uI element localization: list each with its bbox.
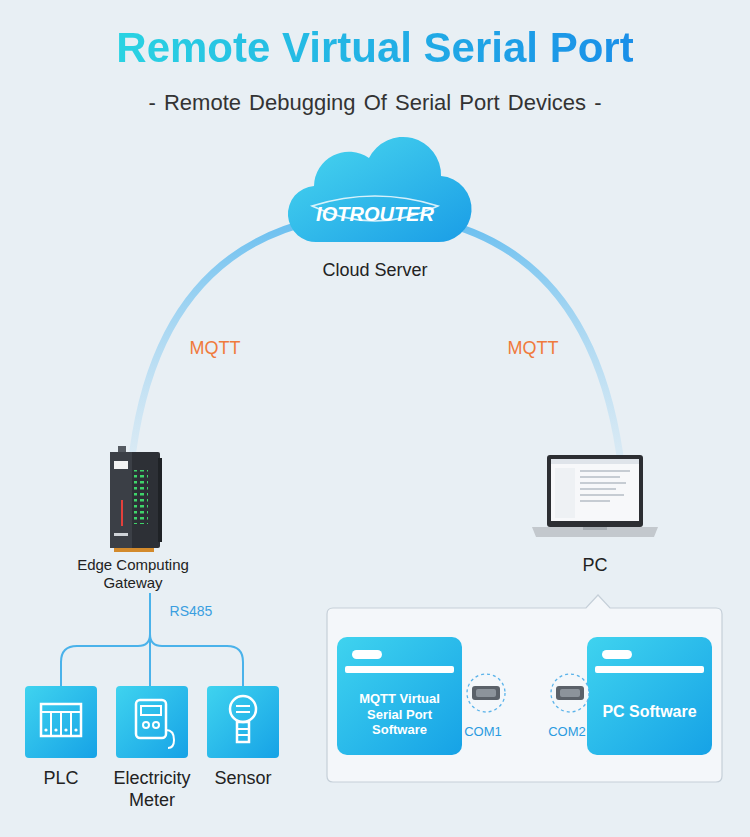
sensor-icon-box <box>207 686 279 758</box>
gateway-node: Edge Computing Gateway <box>73 448 193 593</box>
device-node: Sensor <box>207 686 279 811</box>
meter-icon-box <box>116 686 188 758</box>
rs485-wire <box>61 593 150 686</box>
mqtt-link <box>433 220 620 454</box>
node-text: MQTT Virtual Serial Port Software <box>340 691 459 738</box>
node-text: IOTROUTER <box>315 202 435 226</box>
pc-node: PC <box>530 452 660 577</box>
software-window <box>337 637 462 755</box>
diagram-title: Remote Virtual Serial Port <box>116 24 633 72</box>
edge-label: MQTT <box>187 338 244 359</box>
cloud-node: IOTROUTERCloud Server <box>295 150 455 285</box>
software-window <box>587 637 712 755</box>
laptop <box>532 455 658 537</box>
rs485-wire <box>150 593 243 686</box>
node-text: PC <box>530 555 660 577</box>
device-node: PLC <box>25 686 97 811</box>
subtitle: - Remote Debugging Of Serial Port Device… <box>149 90 602 116</box>
edge-label: RS485 <box>167 603 216 619</box>
node-text: Sensor <box>185 768 301 790</box>
plc-icon-box <box>25 686 97 758</box>
node-text: Edge Computing Gateway <box>73 556 193 592</box>
callout-panel <box>327 595 722 782</box>
connector <box>150 593 243 686</box>
com-port-icon <box>551 674 589 712</box>
cloud-shape <box>288 137 472 242</box>
connector <box>133 220 317 450</box>
port-name: COM1 <box>464 724 502 739</box>
mqtt-link <box>133 220 317 450</box>
node-text: PC Software <box>590 702 709 721</box>
device-node: Electricity Meter <box>116 686 188 813</box>
node-text: Electricity Meter <box>94 768 210 811</box>
com-port-icon <box>467 674 505 712</box>
software-box: PC Software <box>587 637 712 755</box>
connector <box>61 593 150 686</box>
connector <box>433 220 620 454</box>
node-text: PLC <box>3 768 119 790</box>
port-name: COM2 <box>548 724 586 739</box>
edge-label: MQTT <box>505 338 562 359</box>
gateway-device <box>110 446 162 552</box>
node-text: Cloud Server <box>275 260 475 282</box>
software-box: MQTT Virtual Serial Port Software <box>337 637 462 755</box>
